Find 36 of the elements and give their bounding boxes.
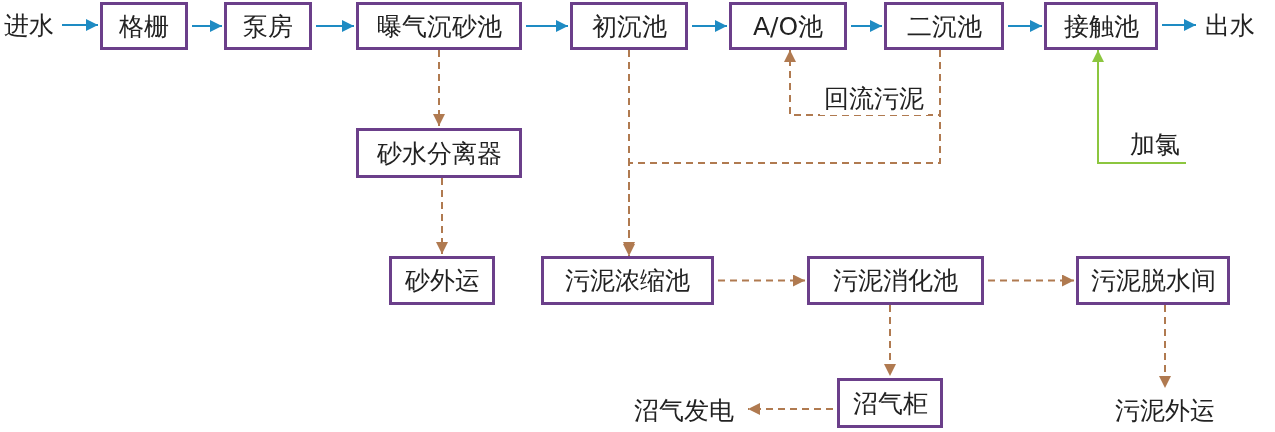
process-box: 砂外运 bbox=[389, 256, 495, 305]
arrow bbox=[191, 20, 223, 32]
arrow bbox=[850, 20, 883, 32]
arrow bbox=[1161, 19, 1197, 31]
arrow bbox=[315, 20, 355, 32]
arrow bbox=[691, 20, 728, 32]
arrow bbox=[784, 49, 941, 116]
arrow bbox=[1159, 304, 1171, 389]
arrow bbox=[433, 49, 445, 127]
arrow bbox=[987, 274, 1075, 287]
flow-text: 出水 bbox=[1198, 5, 1262, 45]
process-box: 接触池 bbox=[1044, 2, 1158, 50]
edge-label: 回流污泥 bbox=[820, 82, 928, 115]
process-box: A/O池 bbox=[729, 2, 847, 50]
process-box: 二沉池 bbox=[884, 2, 1004, 50]
process-box: 污泥脱水间 bbox=[1076, 256, 1230, 305]
process-box: 曝气沉砂池 bbox=[356, 2, 522, 50]
arrow bbox=[525, 20, 569, 32]
flow-text: 进水 bbox=[0, 5, 58, 45]
process-box: 初沉池 bbox=[570, 2, 688, 50]
process-box: 泵房 bbox=[224, 2, 312, 50]
flow-text: 污泥外运 bbox=[1100, 390, 1230, 430]
arrow bbox=[1007, 20, 1043, 32]
arrow bbox=[1092, 49, 1187, 164]
process-box: 格栅 bbox=[100, 2, 188, 50]
arrow bbox=[884, 304, 896, 377]
process-box: 沼气柜 bbox=[837, 378, 943, 428]
process-box: 污泥消化池 bbox=[807, 256, 984, 305]
flow-text: 加氯 bbox=[1122, 125, 1188, 163]
process-box: 污泥浓缩池 bbox=[541, 256, 714, 305]
arrow bbox=[61, 19, 99, 31]
arrow bbox=[717, 274, 806, 287]
arrow bbox=[747, 403, 834, 415]
process-box: 砂水分离器 bbox=[356, 128, 522, 178]
flow-text: 沼气发电 bbox=[622, 390, 746, 430]
arrow bbox=[436, 177, 448, 255]
